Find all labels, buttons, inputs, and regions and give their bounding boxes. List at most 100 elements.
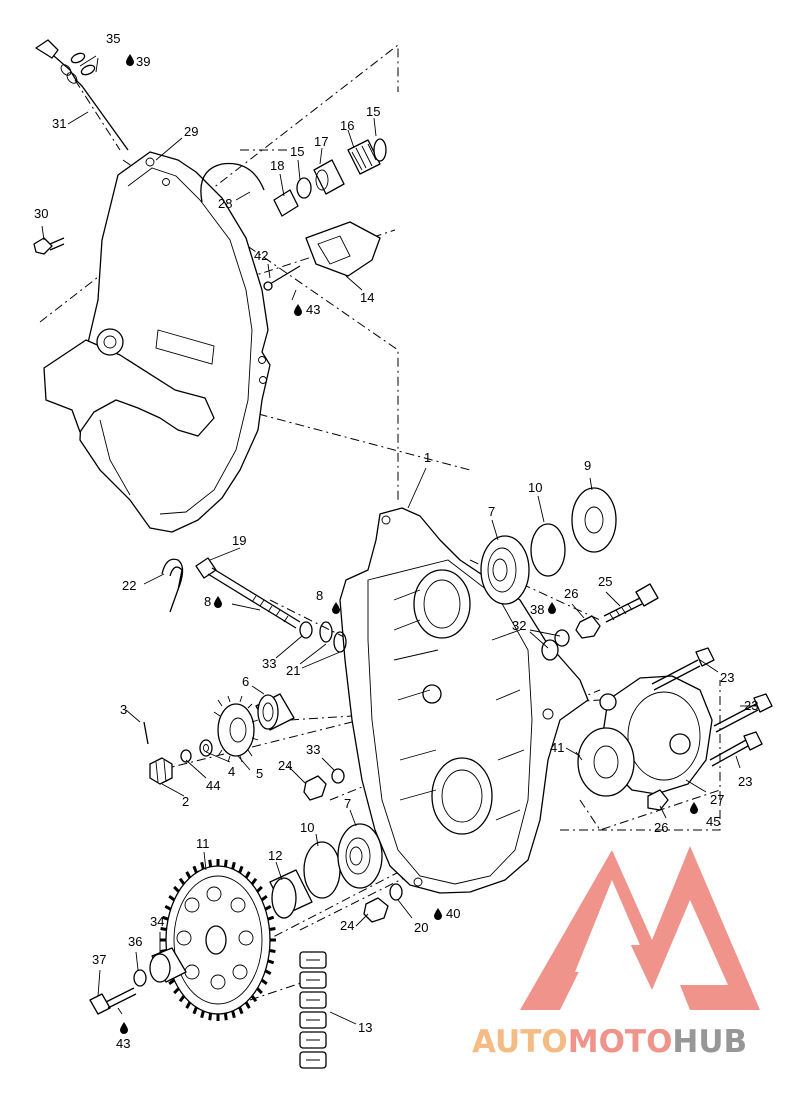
callout-18: 18 [270,158,284,173]
sprocket-tooth [260,895,268,902]
right-fasteners [541,583,659,661]
sprocket-tooth [269,926,276,931]
callout-26a: 26 [564,586,578,601]
sprocket-tooth [244,1001,251,1009]
callout-23b: 23 [744,698,758,713]
sprocket-tooth [178,995,186,1003]
sprocket-tooth [164,905,172,911]
sprocket-tooth [267,959,275,965]
watermark-moto: MOTO [568,1024,673,1060]
upper-bearing-stack [480,487,617,605]
sprocket-tooth [264,969,272,975]
callout-3: 3 [120,702,127,717]
drop-icon [294,304,302,316]
lower-sprocket-hardware [89,947,187,1015]
callout-38: 38 [530,602,544,617]
chain-tensioner-group [263,138,387,291]
sprocket-tooth [200,861,205,870]
sprocket-tooth [192,1006,198,1015]
sprocket-tooth [160,926,167,931]
callout-8b: 8 [316,588,323,603]
callout-14: 14 [360,290,374,305]
callout-10a: 10 [528,480,542,495]
callout-17: 17 [314,134,328,149]
drop-icon [120,1022,128,1034]
callout-23c: 23 [738,774,752,789]
upper-sprocket-hardware [143,721,213,785]
drop-icon [434,908,442,920]
cover-bolt [33,237,65,255]
watermark-hub: HUB [672,1024,747,1060]
callout-40: 40 [446,906,460,921]
sprocket-tooth [173,987,180,995]
drop-icon [548,602,556,614]
drop-icon [332,602,340,614]
callout-41: 41 [550,740,564,755]
callout-26b: 26 [654,820,668,835]
callout-42: 42 [254,248,268,263]
chaincase-cover [43,151,271,533]
sprocket-tooth [192,865,198,874]
callout-39: 39 [136,54,150,69]
chaincase-housing [339,507,589,894]
callout-22: 22 [122,578,136,593]
callout-19: 19 [232,533,246,548]
callout-16: 16 [340,118,354,133]
callout-27: 27 [710,792,724,807]
callout-8a: 8 [204,594,211,609]
cover-seal-cord [200,162,265,203]
callout-7a: 7 [488,504,495,519]
sprocket-tooth [178,877,186,885]
sprocket-tooth [208,1013,213,1021]
callout-33b: 33 [306,742,320,757]
callout-45: 45 [706,814,720,829]
callout-10b: 10 [300,820,314,835]
tension-bolt-group [161,557,347,653]
sprocket-tooth [256,885,263,893]
callout-37: 37 [92,952,106,967]
callout-15b: 15 [366,104,380,119]
sprocket-tooth [200,1010,205,1019]
leader-lines [41,55,756,1025]
callout-43b: 43 [116,1036,130,1051]
sprocket-tooth [223,1013,228,1021]
sprocket-tooth [231,861,236,870]
callout-28: 28 [218,196,232,211]
sprocket-tooth [168,978,176,985]
callout-43a: 43 [306,302,320,317]
sprocket-tooth [250,877,258,885]
sprocket-tooth [264,905,272,911]
sprocket-tooth [223,859,228,867]
callout-23a: 23 [720,670,734,685]
sprocket-tooth [208,859,213,867]
watermark-auto: AUTO [472,1024,568,1060]
callout-24a: 24 [278,758,292,773]
sprocket-tooth [269,949,276,954]
callout-labels: 35 39 31 29 30 28 18 15 17 16 15 42 43 1… [34,31,758,1051]
automotohub-watermark: AUTOMOTOHUB [472,846,760,1060]
sprocket-tooth [244,871,251,879]
sprocket-tooth [267,915,275,921]
lower-sprocket [160,859,276,1021]
sprocket-tooth [238,865,244,874]
drop-icon [126,54,134,66]
callout-25: 25 [598,574,612,589]
callout-20: 20 [414,920,428,935]
svg-text:AUTOMOTOHUB: AUTOMOTOHUB [472,1024,747,1060]
callout-31: 31 [52,116,66,131]
callout-35: 35 [106,31,120,46]
sprocket-tooth [250,995,258,1003]
callout-1: 1 [424,450,431,465]
sprocket-tooth [168,895,176,902]
sprocket-tooth [238,1006,244,1015]
sprocket-tooth [185,871,192,879]
callout-12: 12 [268,848,282,863]
sprocket-tooth [256,987,263,995]
callout-4: 4 [228,764,235,779]
drop-icon [690,802,698,814]
callout-13: 13 [358,1020,372,1035]
callout-44: 44 [206,778,220,793]
bearing-cover-plate [577,647,773,811]
callout-30: 30 [34,206,48,221]
